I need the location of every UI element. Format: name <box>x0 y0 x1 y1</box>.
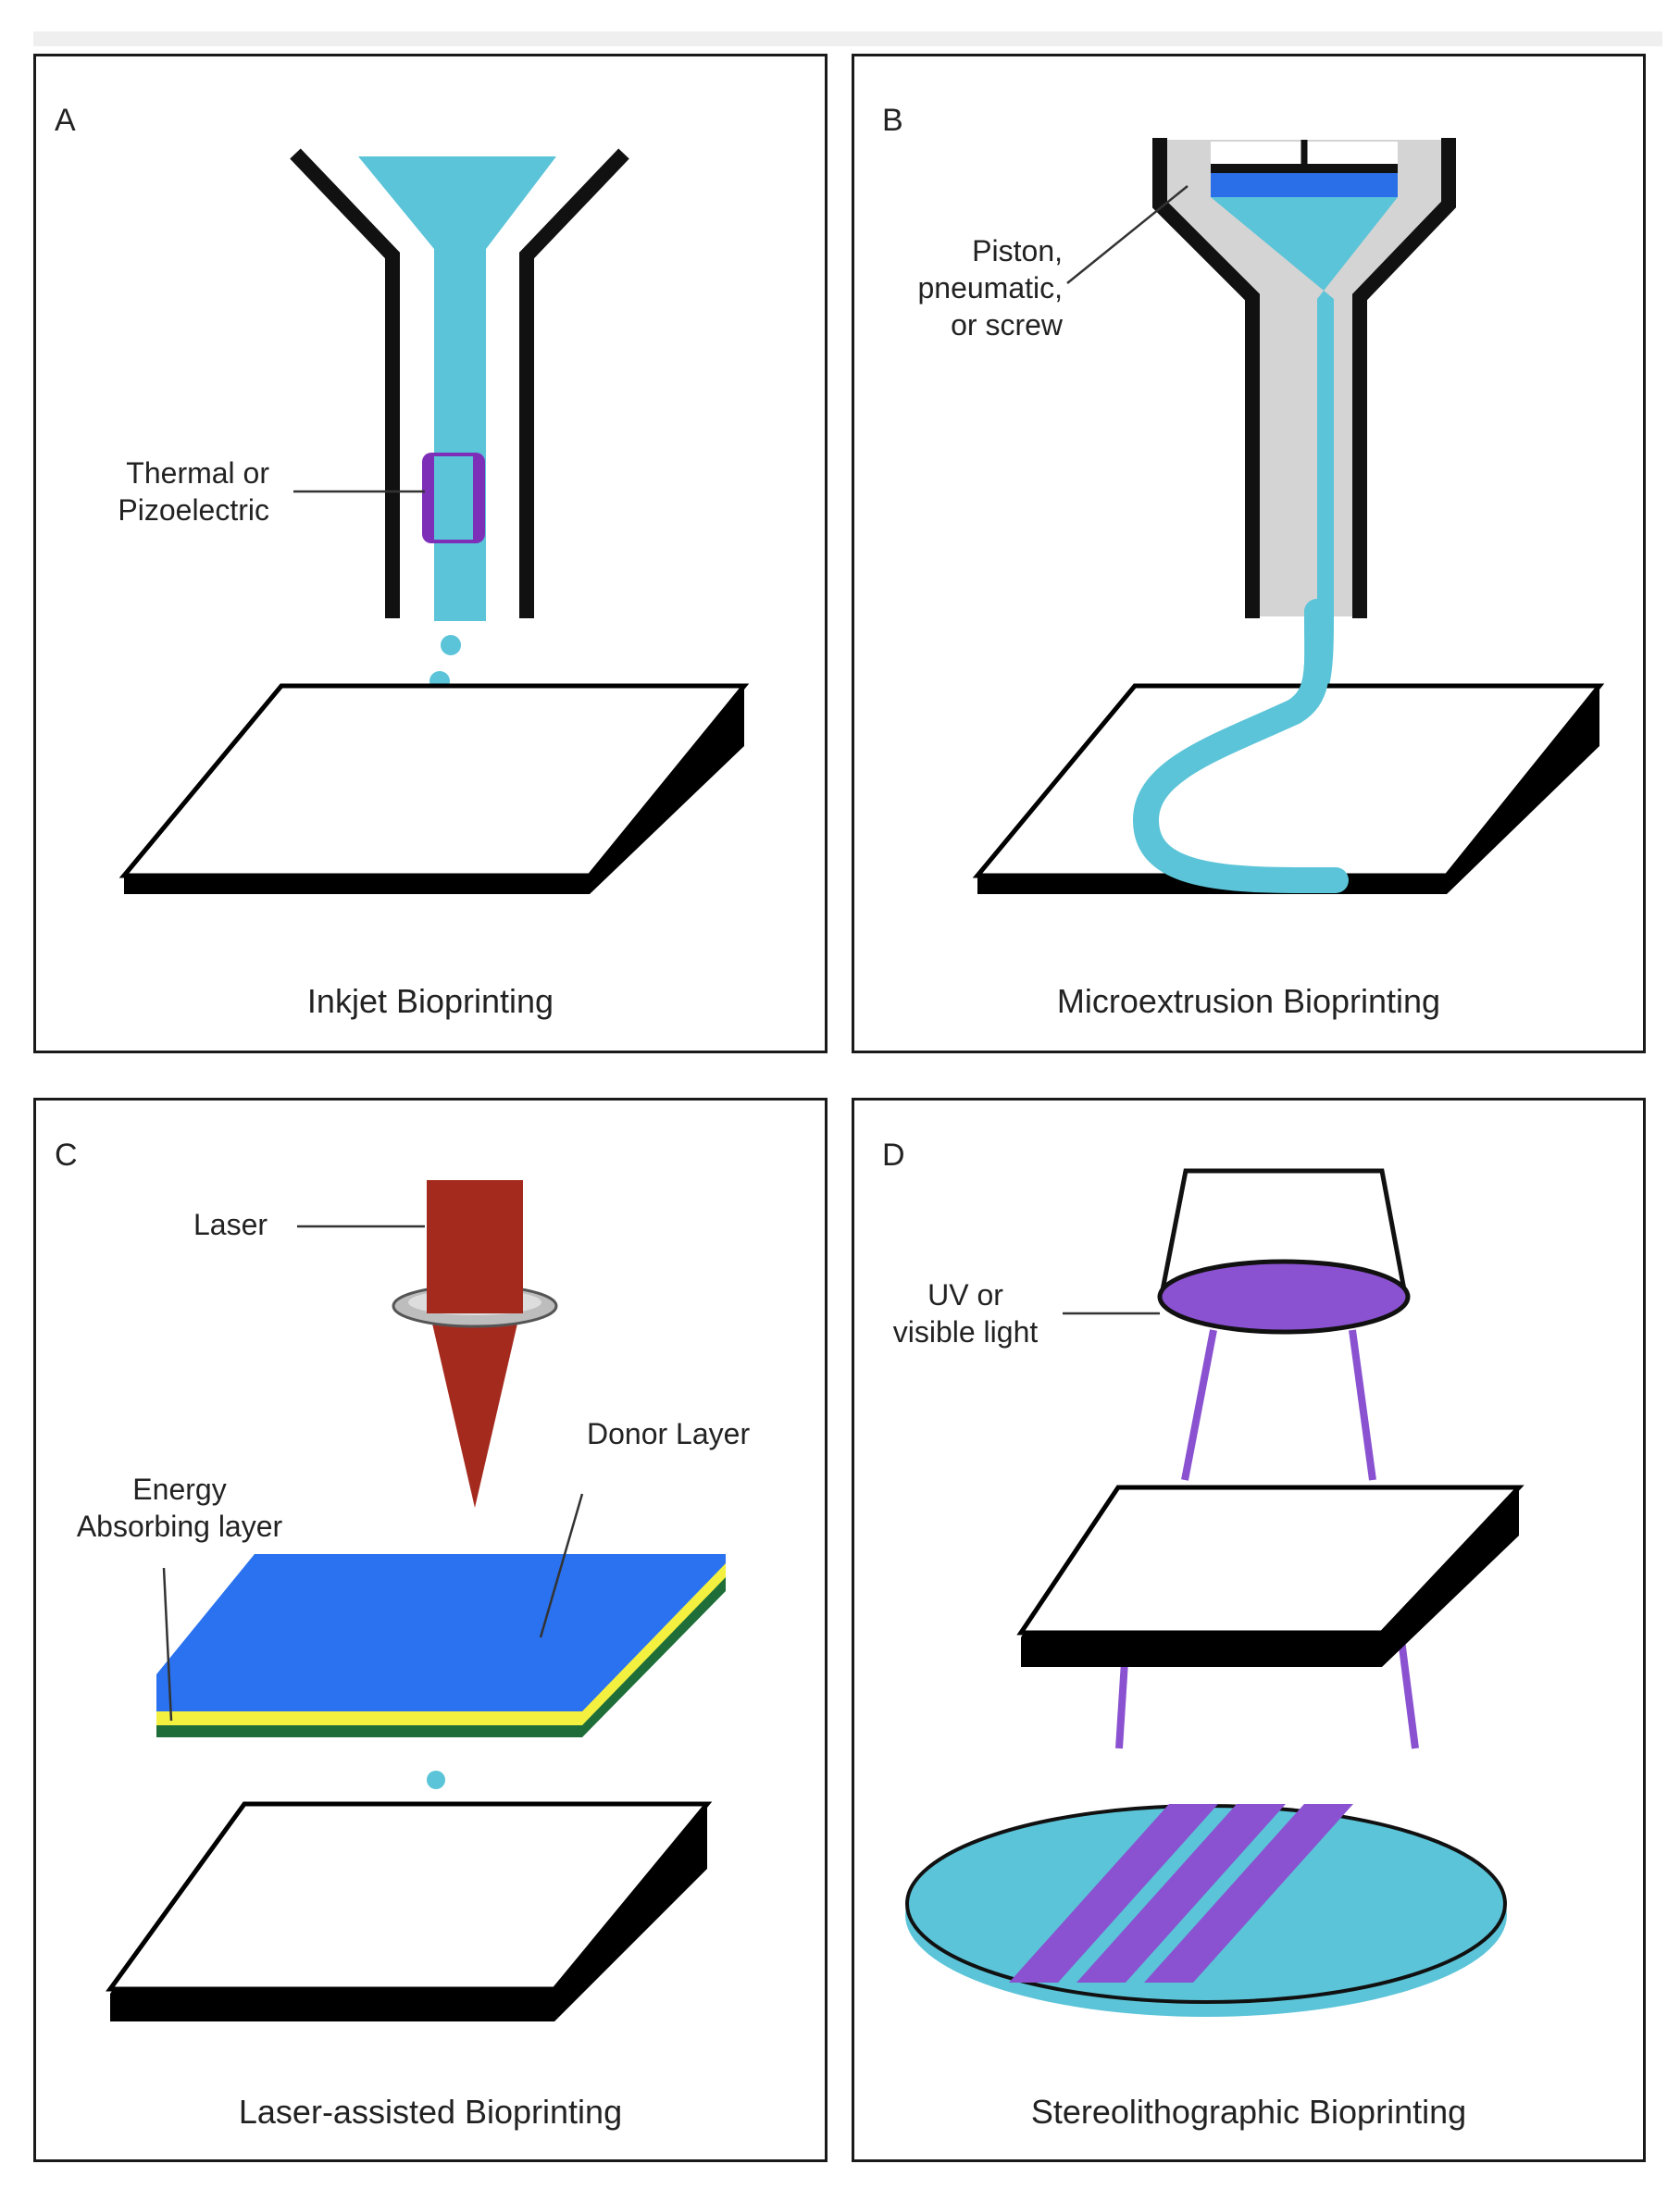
light-ray-lower-right <box>1397 1632 1419 1749</box>
panel-letter: A <box>55 103 76 138</box>
light-label: UV or visible light <box>892 1278 1039 1349</box>
mask-plate <box>1016 1485 1524 1667</box>
laser-beam-cone <box>429 1312 520 1508</box>
top-strip <box>33 31 1662 46</box>
panel-letter: C <box>55 1138 78 1173</box>
nozzle-wall-right <box>519 148 629 618</box>
drive-label: Piston, pneumatic, or screw <box>917 234 1063 342</box>
laser-head <box>427 1180 523 1313</box>
bioink-funnel <box>358 156 556 621</box>
donor-stack <box>156 1554 726 1737</box>
panel-laser-assisted: C Laser Donor Layer Energy Absorbing lay… <box>33 1098 828 2162</box>
substrate-plate <box>118 683 750 894</box>
panel-caption: Stereolithographic Bioprinting <box>1030 2093 1467 2131</box>
substrate-plate <box>106 1801 713 2021</box>
actuator-label: Thermal or Pizoelectric <box>118 456 269 527</box>
extruder-housing <box>1160 140 1449 616</box>
extruder-wall-right <box>1352 138 1456 618</box>
light-ray-right <box>1349 1329 1376 1481</box>
laser-illustration <box>106 1180 726 2021</box>
inkjet-illustration <box>118 148 750 894</box>
plunger-head <box>1211 164 1398 173</box>
substrate-plate <box>972 683 1605 894</box>
panel-caption: Microextrusion Bioprinting <box>1056 982 1441 1020</box>
donor-layer-label: Donor Layer <box>587 1417 751 1450</box>
light-ray-left <box>1181 1329 1217 1481</box>
stereolithography-illustration <box>905 1168 1524 2017</box>
donor-leader-line <box>539 1493 584 1638</box>
absorbing-layer-label: Energy Absorbing layer <box>76 1473 283 1543</box>
panel-stereolithographic: D UV or visible light Stereolithographic… <box>852 1098 1646 2162</box>
plunger-fluid <box>1211 173 1398 197</box>
panel-caption: Inkjet Bioprinting <box>306 982 554 1020</box>
drive-leader-line <box>1066 185 1188 284</box>
panel-inkjet: A Thermal or Pizoelectric Inkjet Bioprin… <box>33 54 828 1053</box>
panel-letter: B <box>882 103 903 138</box>
cured-stripes <box>1009 1804 1353 1983</box>
nozzle-wall-left <box>290 148 400 618</box>
resin-dish <box>905 1804 1507 2004</box>
panel-letter: D <box>882 1138 905 1173</box>
absorbing-leader-line <box>162 1567 173 1722</box>
extruder-wall-left <box>1152 138 1260 618</box>
microextrusion-illustration <box>972 138 1605 894</box>
donor-layer-shape <box>156 1554 726 1711</box>
panel-microextrusion: B Piston, pneumatic, or screw Microextru… <box>852 54 1646 1053</box>
projector-lens <box>1157 1259 1411 1335</box>
panel-caption: Laser-assisted Bioprinting <box>238 2093 623 2131</box>
laser-label: Laser <box>193 1208 268 1241</box>
